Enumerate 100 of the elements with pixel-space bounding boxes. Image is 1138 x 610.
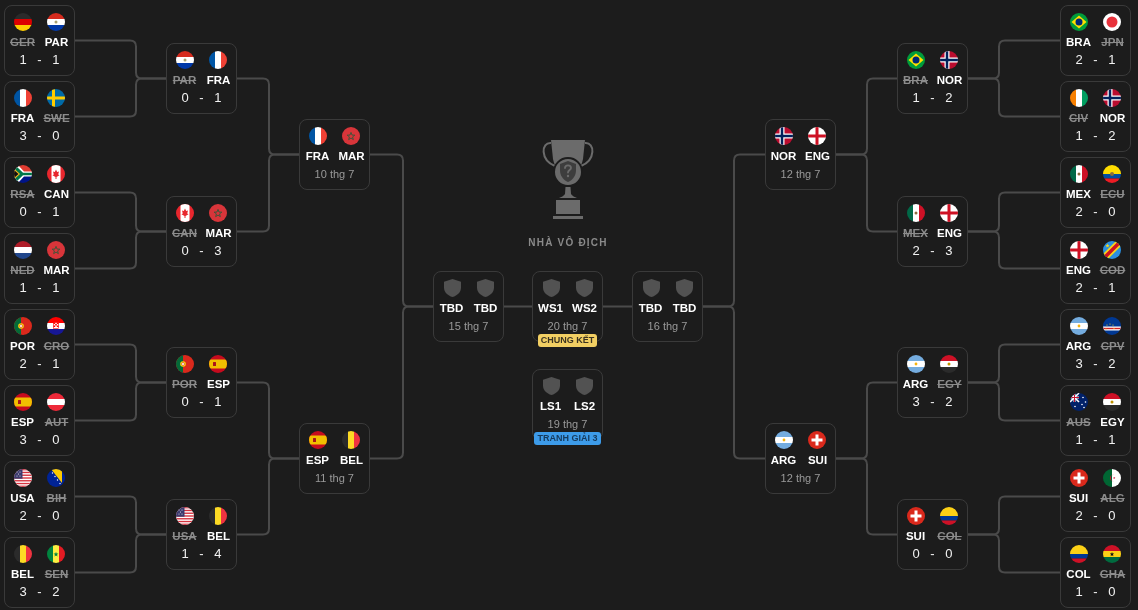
score-text: 3 - 2 xyxy=(912,394,953,410)
team-code: FRA xyxy=(305,149,330,163)
match-card xyxy=(4,157,75,228)
match-card xyxy=(4,81,75,152)
score-text: 2 - 3 xyxy=(912,243,953,259)
team-code: COD xyxy=(1099,263,1126,277)
team-code: AUT xyxy=(44,415,69,429)
score-text: 2 - 0 xyxy=(1075,508,1116,524)
team-code: BEL xyxy=(11,567,34,581)
team-code: TBD xyxy=(672,301,697,315)
match-card xyxy=(897,347,968,418)
match-card xyxy=(1060,385,1131,456)
score-text: 2 - 1 xyxy=(19,356,60,372)
team-code: WS2 xyxy=(572,301,597,315)
team-code: EGY xyxy=(937,377,962,391)
score-text: 3 - 2 xyxy=(19,584,60,600)
score-text: 3 - 0 xyxy=(19,128,60,144)
score-text: 1 - 4 xyxy=(181,546,222,562)
team-code: BEL xyxy=(340,453,363,467)
connector-line xyxy=(702,305,766,460)
connector-line xyxy=(835,153,898,233)
team-code: BEL xyxy=(207,529,230,543)
score-text: 2 - 0 xyxy=(1075,204,1116,220)
team-code: GHA xyxy=(1099,567,1126,581)
score-text: 1 - 1 xyxy=(19,52,60,68)
team-code: ESP xyxy=(306,453,329,467)
connector-line xyxy=(967,381,1061,422)
score-text: 0 - 1 xyxy=(19,204,60,220)
score-text: 0 - 0 xyxy=(912,546,953,562)
team-code: TBD xyxy=(638,301,663,315)
score-text: 1 - 0 xyxy=(1075,584,1116,600)
match-date: 16 thg 7 xyxy=(647,319,688,333)
match-card xyxy=(4,537,75,608)
match-card xyxy=(1060,309,1131,380)
team-code: POR xyxy=(10,339,35,353)
match-date: 15 thg 7 xyxy=(448,319,489,333)
score-text: 1 - 1 xyxy=(19,280,60,296)
score-text: 3 - 2 xyxy=(1075,356,1116,372)
connector-line xyxy=(967,533,1061,574)
team-code: PAR xyxy=(172,73,197,87)
team-code: MAR xyxy=(43,263,70,277)
team-code: POR xyxy=(172,377,197,391)
team-code: ARG xyxy=(902,377,929,391)
team-code: LS1 xyxy=(539,399,562,413)
team-code: ESP xyxy=(11,415,34,429)
team-code: ESP xyxy=(207,377,230,391)
connector-line xyxy=(503,305,533,308)
team-code: CRO xyxy=(43,339,70,353)
match-date: 12 thg 7 xyxy=(780,167,821,181)
match-card xyxy=(897,196,968,267)
match-card xyxy=(4,309,75,380)
team-code: TBD xyxy=(473,301,498,315)
match-card xyxy=(765,119,836,190)
match-card xyxy=(897,499,968,570)
team-code: MAR xyxy=(338,149,365,163)
team-code: SWE xyxy=(43,111,70,125)
stage-badge: TRANH GIẢI 3 xyxy=(534,432,601,445)
team-code: NOR xyxy=(936,73,963,87)
team-code: RSA xyxy=(10,187,35,201)
match-card xyxy=(433,271,504,342)
team-code: TBD xyxy=(439,301,464,315)
team-code: SUI xyxy=(905,529,926,543)
score-text: 0 - 1 xyxy=(181,90,222,106)
team-code: ARG xyxy=(770,453,797,467)
match-card xyxy=(166,196,237,267)
score-text: 0 - 3 xyxy=(181,243,222,259)
team-code: BRA xyxy=(903,73,928,87)
stage-badge: CHUNG KẾT xyxy=(537,334,598,347)
connector-line xyxy=(369,305,434,460)
team-code: LS2 xyxy=(573,399,596,413)
team-code: FRA xyxy=(10,111,35,125)
team-code: SUI xyxy=(807,453,828,467)
score-text: 2 - 0 xyxy=(19,508,60,524)
team-code: COL xyxy=(937,529,962,543)
match-card xyxy=(299,119,370,190)
match-card xyxy=(166,43,237,114)
team-code: ENG xyxy=(805,149,830,163)
match-card xyxy=(1060,81,1131,152)
connector-line xyxy=(74,533,167,574)
team-code: SEN xyxy=(44,567,69,581)
match-date: 19 thg 7 xyxy=(547,417,588,431)
connector-line xyxy=(74,230,167,270)
match-card xyxy=(166,499,237,570)
match-card xyxy=(897,43,968,114)
match-card xyxy=(765,423,836,494)
team-code: ALG xyxy=(1100,491,1125,505)
team-code: SUI xyxy=(1068,491,1089,505)
team-code: ENG xyxy=(937,226,962,240)
team-code: MEX xyxy=(1066,187,1091,201)
team-code: CAN xyxy=(172,226,197,240)
team-code: PAR xyxy=(44,35,69,49)
match-date: 11 thg 7 xyxy=(315,471,354,485)
connector-line xyxy=(236,457,300,536)
team-code: USA xyxy=(10,491,35,505)
match-card xyxy=(4,385,75,456)
team-code: EGY xyxy=(1100,415,1125,429)
connector-line xyxy=(602,305,633,308)
match-card xyxy=(632,271,703,342)
score-text: 2 - 1 xyxy=(1075,52,1116,68)
team-code: ENG xyxy=(1066,263,1091,277)
